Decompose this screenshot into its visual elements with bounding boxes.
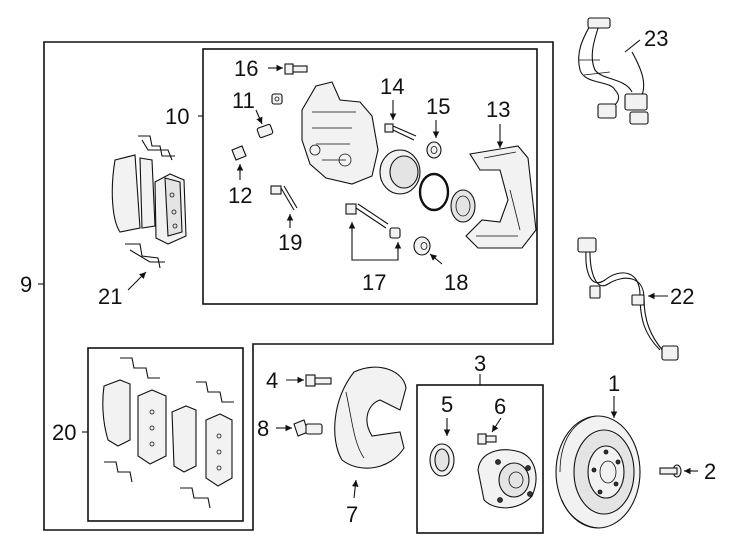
callout-20: 20 <box>52 420 76 445</box>
callout-10: 10 <box>165 104 189 129</box>
brake-pads-21-group <box>111 135 187 269</box>
seal-5 <box>429 443 455 477</box>
caliper-bracket-13 <box>465 145 537 249</box>
harness-23 <box>578 17 649 125</box>
bolt-19 <box>270 185 298 211</box>
box-9-outline <box>43 41 554 531</box>
callout-5: 5 <box>441 392 453 417</box>
boot-15 <box>426 141 442 159</box>
callout-18: 18 <box>444 270 468 295</box>
callout-22: 22 <box>670 284 694 309</box>
callout-14: 14 <box>380 74 404 99</box>
boot-18 <box>413 236 431 256</box>
callout-15: 15 <box>426 94 450 119</box>
box-20-pad-kit <box>87 347 244 522</box>
callout-4: 4 <box>266 368 278 393</box>
guide-pin-17 <box>345 203 401 239</box>
fitting-11 <box>256 93 283 139</box>
callout-8: 8 <box>257 416 269 441</box>
callout-7: 7 <box>346 502 358 527</box>
callout-21: 21 <box>98 284 122 309</box>
dust-shield-7 <box>334 366 407 469</box>
caliper-housing <box>301 81 379 185</box>
callout-3: 3 <box>474 351 486 376</box>
callout-12: 12 <box>228 183 252 208</box>
callout-19: 19 <box>278 230 302 255</box>
callout-23: 23 <box>644 26 668 51</box>
brake-rotor-1 <box>555 415 641 529</box>
bolt-8 <box>293 419 323 437</box>
bolt-16 <box>284 63 308 75</box>
callout-13: 13 <box>486 97 510 122</box>
callout-6: 6 <box>494 394 506 419</box>
box-10-caliper-group <box>202 48 538 305</box>
callout-17: 17 <box>362 270 386 295</box>
wheel-hub <box>477 449 537 509</box>
sensor-wire-22 <box>577 237 679 361</box>
bolt-4 <box>305 374 332 387</box>
pad-kit-20-parts <box>102 357 234 509</box>
callout-11: 11 <box>232 88 255 113</box>
cap-12 <box>231 145 247 161</box>
dust-boot <box>450 189 476 223</box>
piston <box>379 149 421 195</box>
piston-seal <box>418 172 450 212</box>
callout-2: 2 <box>704 459 716 484</box>
callout-1: 1 <box>608 371 620 396</box>
callout-16: 16 <box>234 56 258 81</box>
guide-bolt-14 <box>384 123 417 141</box>
callout-9: 9 <box>20 272 32 297</box>
screw-2 <box>659 464 682 478</box>
stud-6 <box>477 433 497 445</box>
